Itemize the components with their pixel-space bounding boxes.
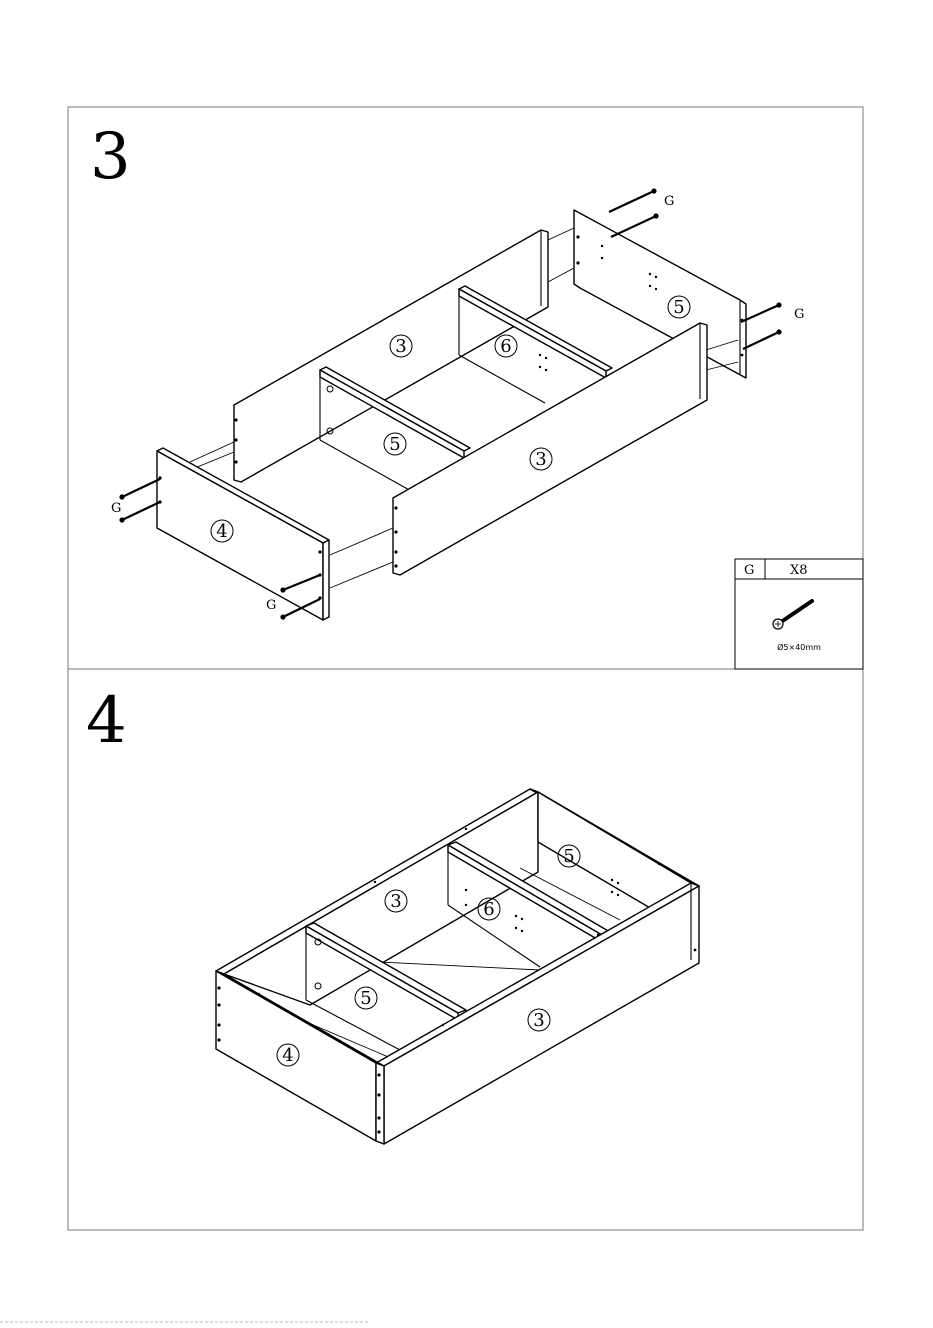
screws-right: G (741, 302, 804, 349)
step-number: 3 (90, 120, 131, 194)
part-label: 4 (216, 521, 227, 542)
part-label: 4 (282, 1045, 293, 1066)
part-label: 3 (395, 336, 406, 357)
step-4: 4 6 5 (86, 684, 699, 1144)
hardware-box: G X8 Ø5×40mm (735, 559, 863, 669)
part-label: 6 (500, 336, 511, 357)
part-label: 3 (533, 1010, 544, 1031)
part-label: 5 (389, 434, 400, 455)
part-label: 5 (563, 846, 574, 867)
step-3: 3 3 5 (90, 120, 863, 669)
part-label: 6 (483, 899, 494, 920)
hardware-size: Ø5×40mm (777, 642, 821, 652)
screw-label: G (794, 307, 804, 322)
screw-label: G (111, 501, 121, 516)
assembled-unit: 6 5 3 5 3 (216, 789, 699, 1144)
hardware-quantity: X8 (790, 563, 808, 578)
part-label: 3 (390, 891, 401, 912)
screws-top-right: G (609, 188, 674, 237)
step-number: 4 (86, 684, 127, 758)
screws-left: G (111, 479, 160, 523)
screw-label: G (266, 598, 276, 613)
screw-label: G (664, 194, 674, 209)
part-label: 5 (673, 297, 684, 318)
part-label: 3 (535, 449, 546, 470)
part-label: 5 (360, 988, 371, 1009)
hardware-code: G (744, 563, 754, 578)
